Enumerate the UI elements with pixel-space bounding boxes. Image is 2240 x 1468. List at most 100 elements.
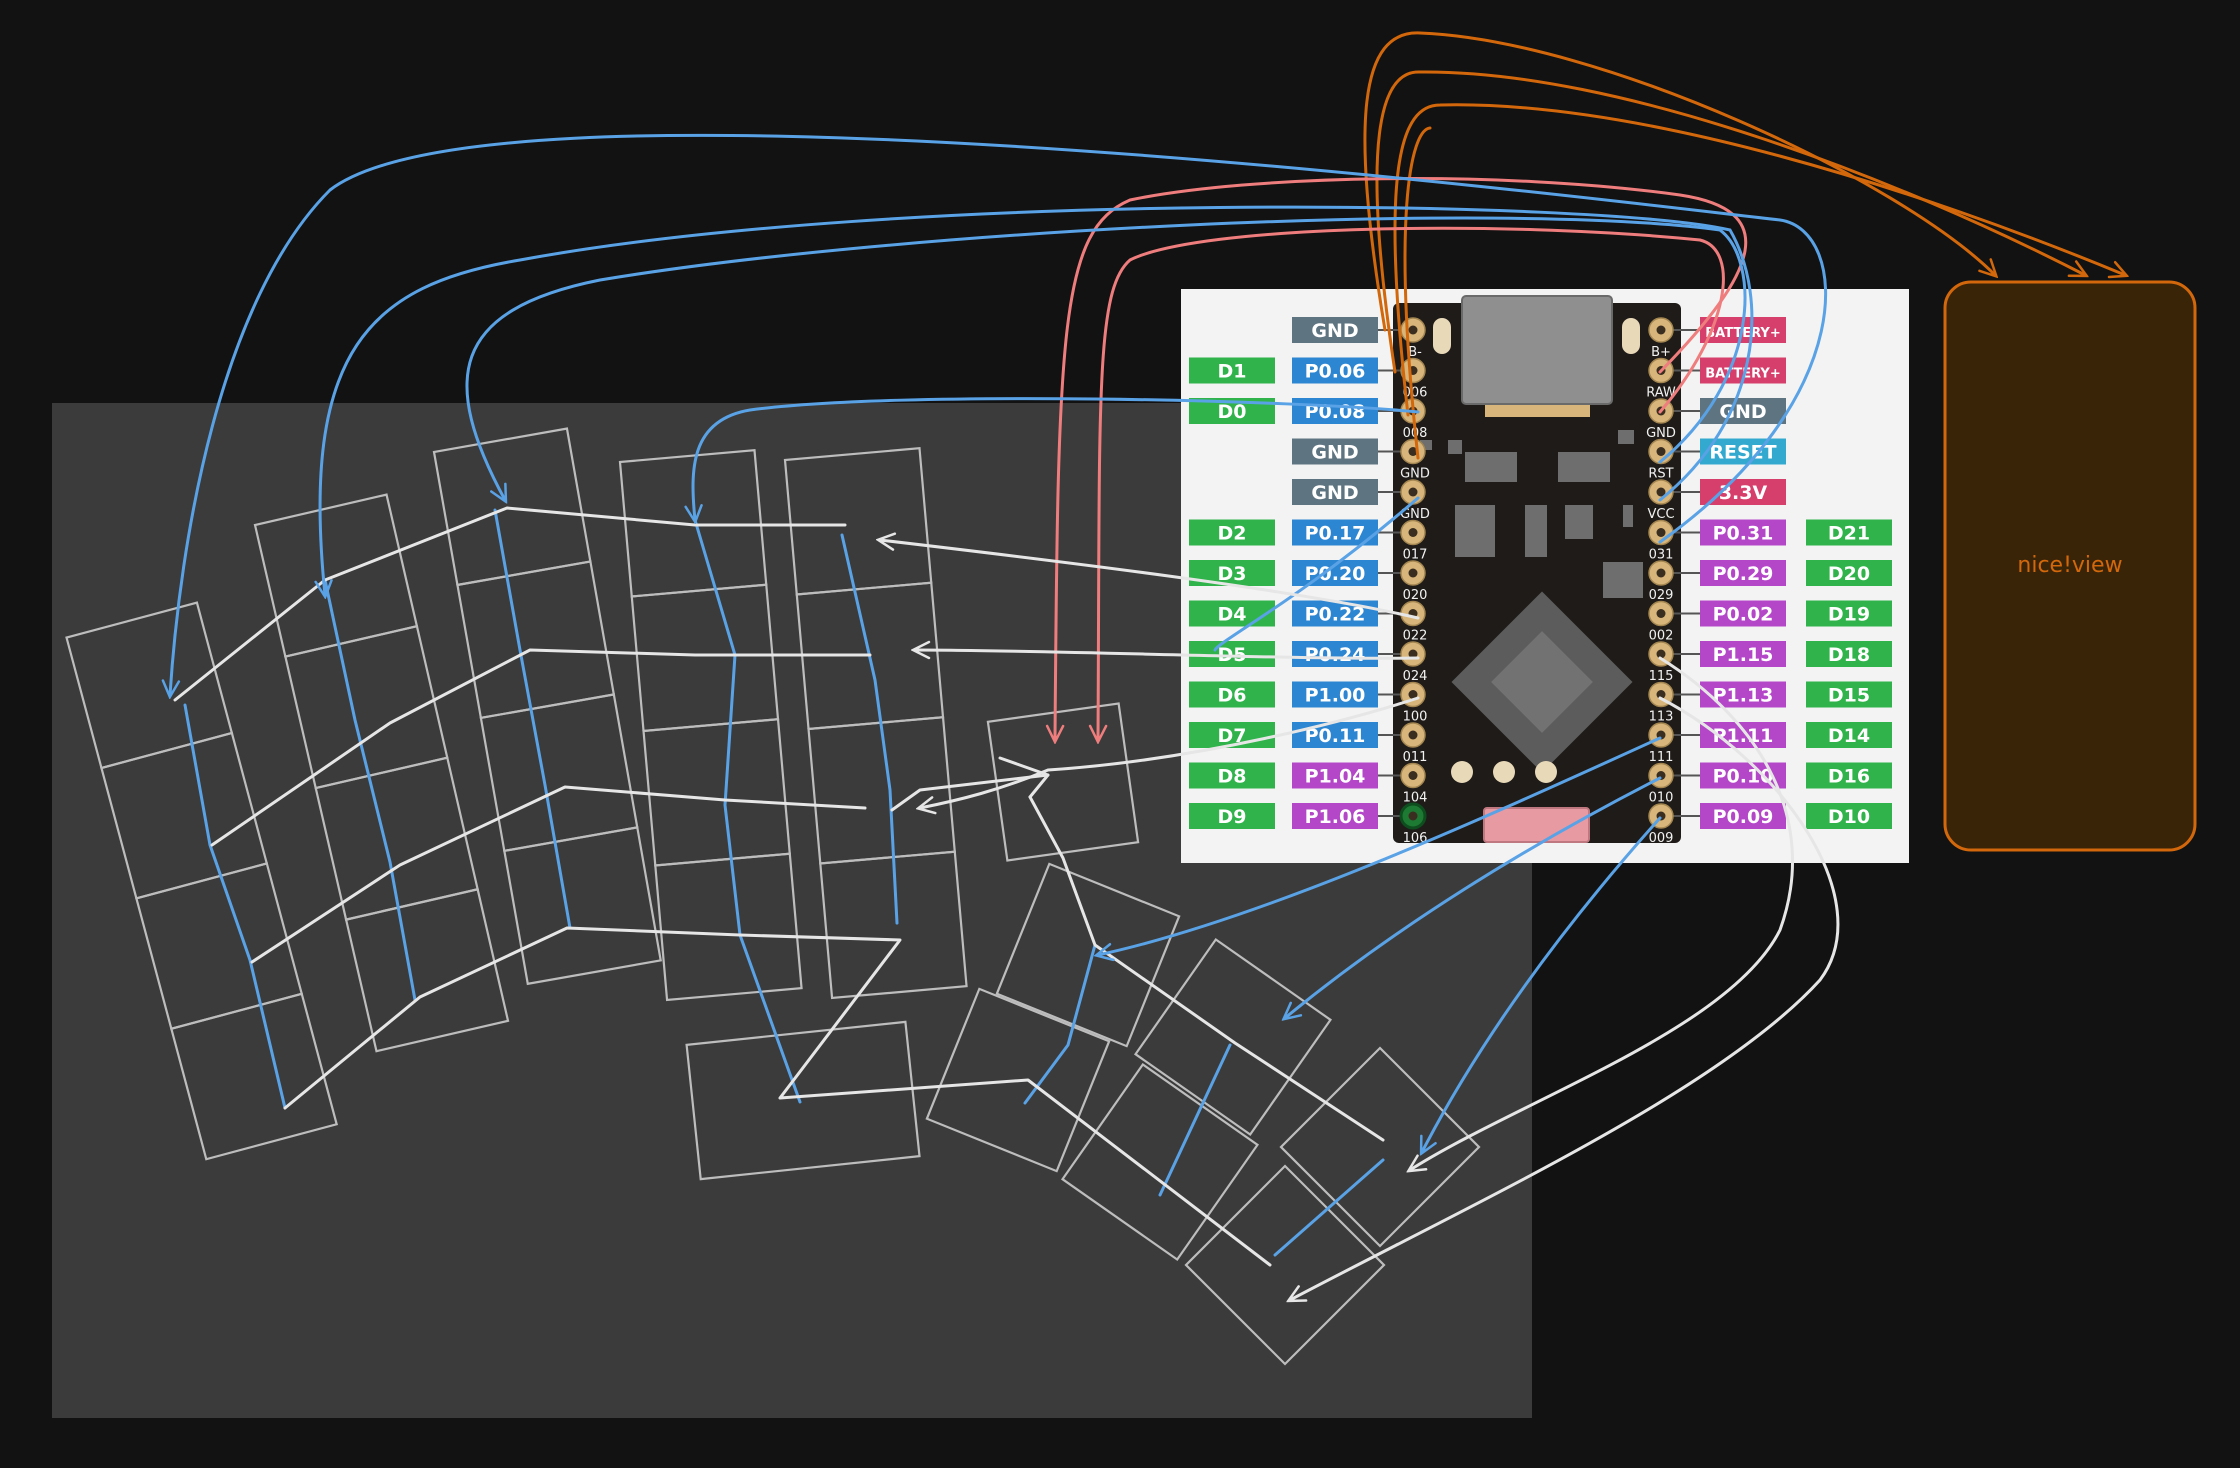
pin-tag: P0.31	[1700, 519, 1786, 546]
pin-tag: GND	[1292, 438, 1378, 465]
pin-d-tag-text: D8	[1218, 766, 1247, 788]
nice-view-display: nice!view	[1943, 280, 2197, 852]
pin-d-tag-text: D9	[1218, 806, 1247, 828]
pin-tag: P0.22	[1292, 600, 1378, 627]
pad-label: 029	[1649, 588, 1674, 603]
pin-row: VCC 3.3V	[1647, 479, 1786, 522]
pin-d-tag: D21	[1806, 519, 1892, 546]
pin-d-tag: D18	[1806, 641, 1892, 667]
pin-row: 029 P0.29 D20	[1648, 560, 1892, 603]
pin-tag-text: GND	[1311, 442, 1358, 464]
pin-d-tag-text: D2	[1218, 523, 1247, 545]
usb-contacts	[1485, 405, 1590, 417]
pin-tag-text: GND	[1311, 482, 1358, 504]
pin-d-tag: D20	[1806, 560, 1892, 586]
pin-d-tag: D14	[1806, 722, 1892, 748]
pin-tag: P0.24	[1292, 641, 1378, 667]
pin-tag: P0.29	[1700, 560, 1786, 586]
pin-tag-text: P0.22	[1305, 604, 1366, 626]
pin-tag-text: P1.04	[1305, 766, 1366, 788]
pin-tag: P0.09	[1700, 803, 1786, 829]
key	[1060, 1062, 1260, 1262]
pin-row: 022 P0.22 D4	[1189, 600, 1428, 644]
pad-label: B+	[1651, 345, 1671, 360]
pin-row: RST RESET	[1648, 438, 1786, 482]
key-layout	[65, 427, 1481, 1366]
pin-d-tag-text: D18	[1828, 644, 1870, 666]
display-label: nice!view	[2017, 553, 2122, 578]
pin-tag-text: P0.31	[1713, 523, 1774, 545]
pad-label: RAW	[1646, 386, 1676, 401]
pad-label: GND	[1400, 467, 1430, 482]
pin-row: 115 P1.15 D18	[1648, 641, 1892, 684]
pin-tag-text: P0.09	[1713, 806, 1774, 828]
pin-d-tag-text: D15	[1828, 685, 1870, 707]
pin-tag-text: P0.06	[1305, 361, 1366, 383]
usb-connector	[1461, 295, 1613, 405]
pin-d-tag-text: D19	[1828, 604, 1870, 626]
pin-d-tag: D10	[1806, 803, 1892, 829]
pin-d-tag: D19	[1806, 600, 1892, 627]
pin-tag: P1.13	[1700, 681, 1786, 708]
pin-tag: P1.15	[1700, 641, 1786, 667]
pin-d-tag: D2	[1189, 519, 1275, 546]
pin-d-tag: D9	[1189, 803, 1275, 829]
pin-tag: P0.11	[1292, 722, 1378, 748]
pad-label: 022	[1403, 629, 1428, 644]
pin-tag-text: P0.02	[1713, 604, 1774, 626]
key	[925, 987, 1111, 1173]
pin-tag-text: GND	[1311, 320, 1358, 342]
pin-tag: P1.04	[1292, 762, 1378, 789]
pcb	[1393, 303, 1681, 843]
pin-d-tag-text: D0	[1218, 401, 1247, 423]
key	[169, 992, 339, 1161]
key	[1184, 1164, 1386, 1366]
pin-tag-text: P1.00	[1305, 685, 1366, 707]
pin-d-tag-text: D6	[1218, 685, 1247, 707]
pin-d-tag-text: D3	[1218, 563, 1247, 585]
pin-tag-text: P1.13	[1713, 685, 1774, 707]
pin-tag-text: P0.29	[1713, 563, 1774, 585]
pin-d-tag-text: D10	[1828, 806, 1870, 828]
pad-label: RST	[1648, 467, 1673, 482]
controller-board: B-GND006P0.06D1008P0.08D0GNDGNDGNDGND017…	[1181, 289, 1909, 863]
pin-d-tag-text: D1	[1218, 361, 1247, 383]
pad-label: 006	[1403, 386, 1428, 401]
pin-tag-text: P1.06	[1305, 806, 1366, 828]
column-wires	[183, 508, 1385, 1257]
key	[986, 702, 1140, 862]
pad-label: GND	[1400, 507, 1430, 522]
pin-d-tag: D16	[1806, 762, 1892, 789]
pin-d-tag: D6	[1189, 681, 1275, 708]
pad-label: 020	[1403, 588, 1428, 603]
pink-connector	[1483, 807, 1590, 843]
pin-tag: P1.06	[1292, 803, 1378, 829]
key	[1279, 1046, 1481, 1248]
pad-label: VCC	[1647, 507, 1674, 522]
pin-tag-text: RESET	[1709, 442, 1776, 464]
pin-tag-text: P0.17	[1305, 523, 1366, 545]
pin-tag: P0.02	[1700, 600, 1786, 627]
pad-label: 113	[1649, 710, 1674, 725]
pin-tag: P0.20	[1292, 560, 1378, 586]
pin-tag-text: BATTERY+	[1705, 326, 1780, 341]
pin-tag-text: 3.3V	[1719, 482, 1768, 504]
pad-label: B-	[1408, 345, 1422, 360]
pin-d-tag-text: D20	[1828, 563, 1870, 585]
key	[503, 826, 662, 986]
pad-label: 104	[1403, 791, 1428, 806]
pad-label: 024	[1403, 669, 1428, 684]
pad-label: GND	[1646, 426, 1676, 441]
pad-label: 115	[1649, 669, 1674, 684]
key	[995, 862, 1181, 1048]
key	[1133, 937, 1333, 1137]
pin-tag: 3.3V	[1700, 479, 1786, 505]
pin-d-tag: D4	[1189, 600, 1275, 627]
mounting-holes	[1433, 318, 1640, 783]
pad-label: 010	[1649, 791, 1674, 806]
